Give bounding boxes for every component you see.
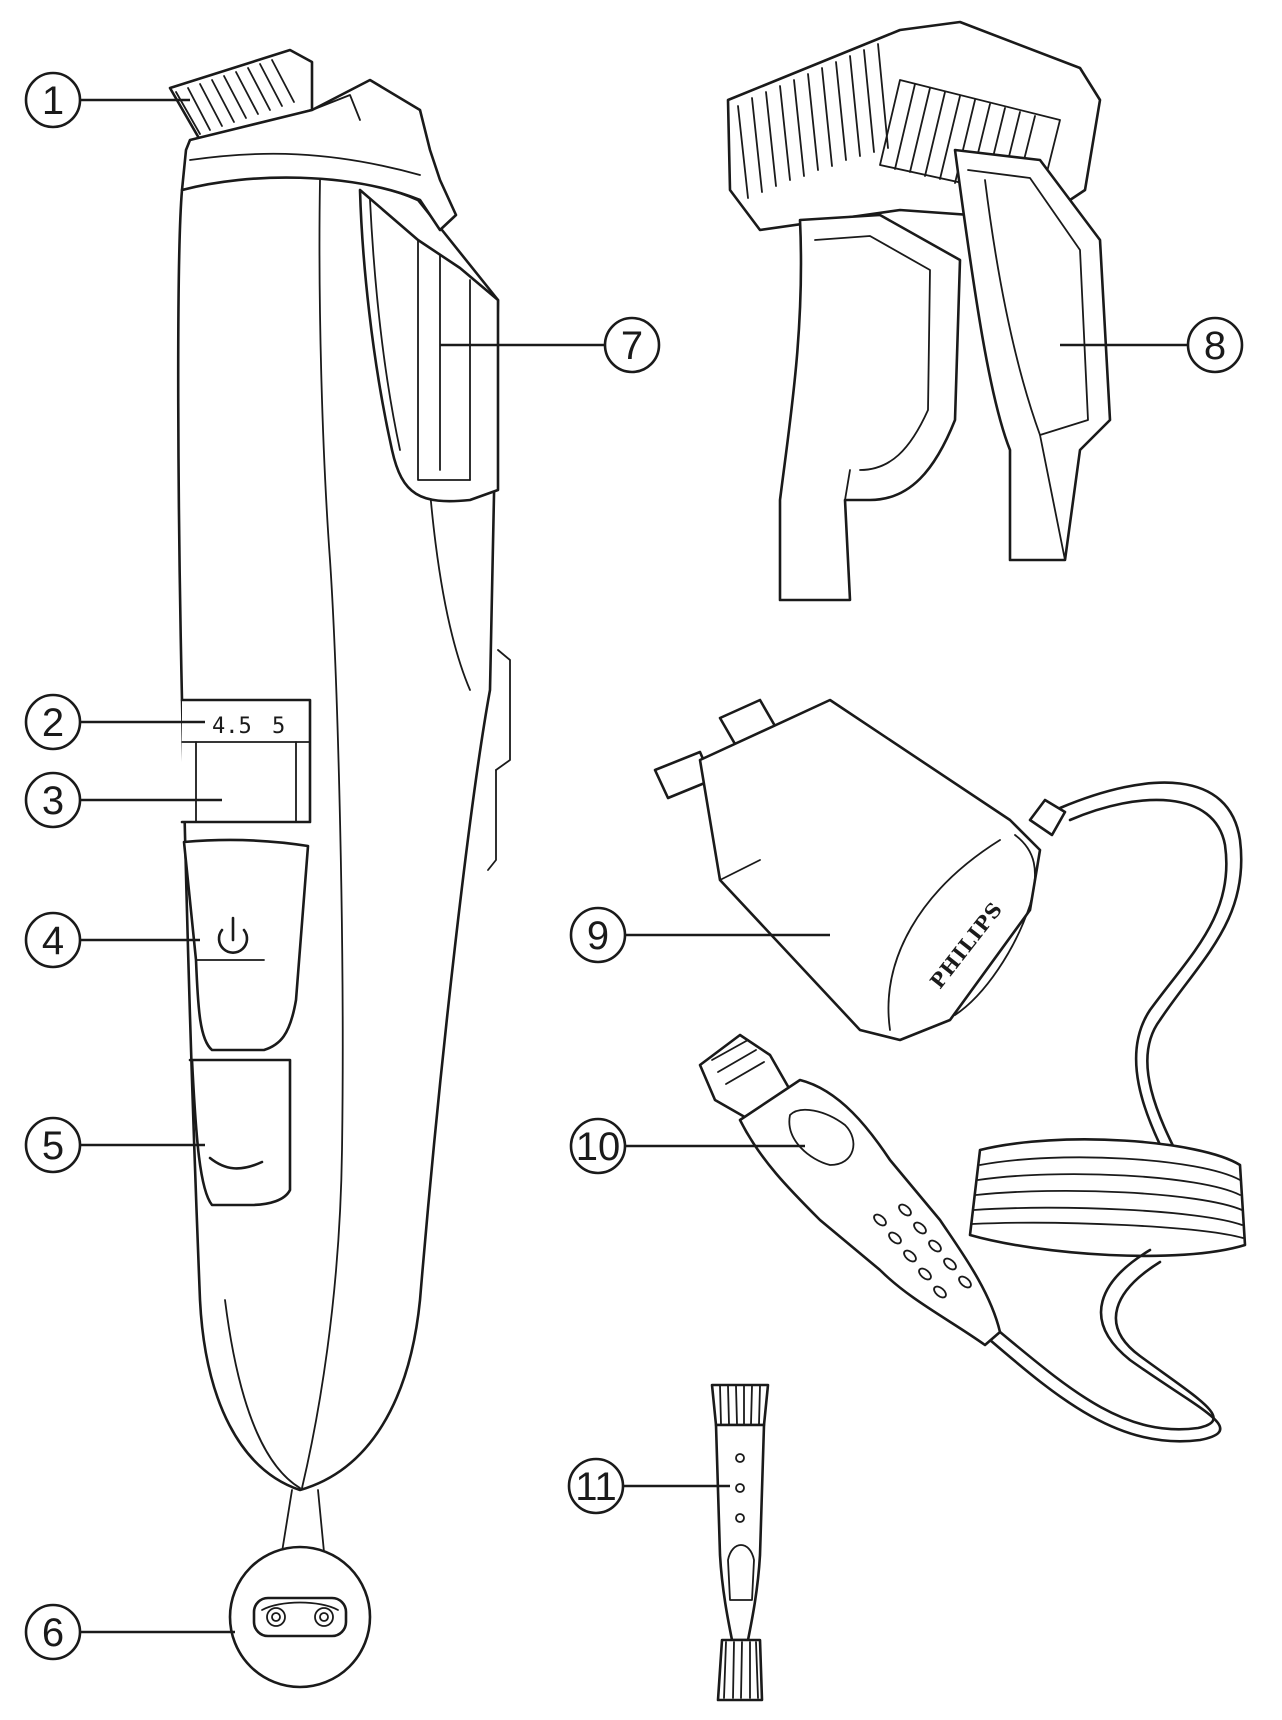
adjustable-comb-track (358, 188, 500, 503)
cleaning-brush (710, 1383, 770, 1702)
svg-text:8: 8 (1204, 324, 1226, 368)
callout-11: 11 (567, 1457, 625, 1515)
cutting-unit (168, 48, 458, 232)
callout-6: 6 (24, 1603, 82, 1661)
display-value-right: 5 (272, 714, 285, 739)
svg-text:3: 3 (42, 779, 64, 823)
callout-2: 2 (24, 693, 82, 751)
leader-lines (79, 98, 1188, 1634)
socket-icon (252, 1596, 348, 1638)
svg-text:11: 11 (575, 1465, 617, 1509)
power-icon[interactable] (217, 916, 249, 954)
callout-5: 5 (24, 1116, 82, 1174)
display-panel: 4.5 5 (180, 698, 312, 824)
callout-7: 7 (603, 316, 661, 374)
svg-text:1: 1 (42, 79, 64, 123)
comb-attachment (726, 20, 1112, 602)
svg-text:10: 10 (576, 1125, 621, 1169)
svg-text:6: 6 (42, 1611, 64, 1655)
power-cord (968, 781, 1247, 1443)
svg-text:7: 7 (621, 324, 643, 368)
callout-8: 8 (1186, 316, 1244, 374)
chevron-down-icon[interactable] (208, 1156, 264, 1170)
callout-10: 10 (569, 1117, 627, 1175)
callout-3: 3 (24, 771, 82, 829)
svg-text:5: 5 (42, 1124, 64, 1168)
svg-text:4: 4 (42, 919, 64, 963)
button-panel (182, 838, 310, 1207)
svg-text:2: 2 (42, 701, 64, 745)
appliance-plug (698, 1033, 1002, 1347)
socket-detail (228, 1489, 372, 1689)
adapter: PHILIPS (653, 698, 1067, 1042)
callout-1: 1 (24, 71, 82, 129)
callout-9: 9 (569, 906, 627, 964)
display-value-left: 4.5 (212, 714, 252, 739)
svg-text:9: 9 (587, 914, 609, 958)
callout-4: 4 (24, 911, 82, 969)
